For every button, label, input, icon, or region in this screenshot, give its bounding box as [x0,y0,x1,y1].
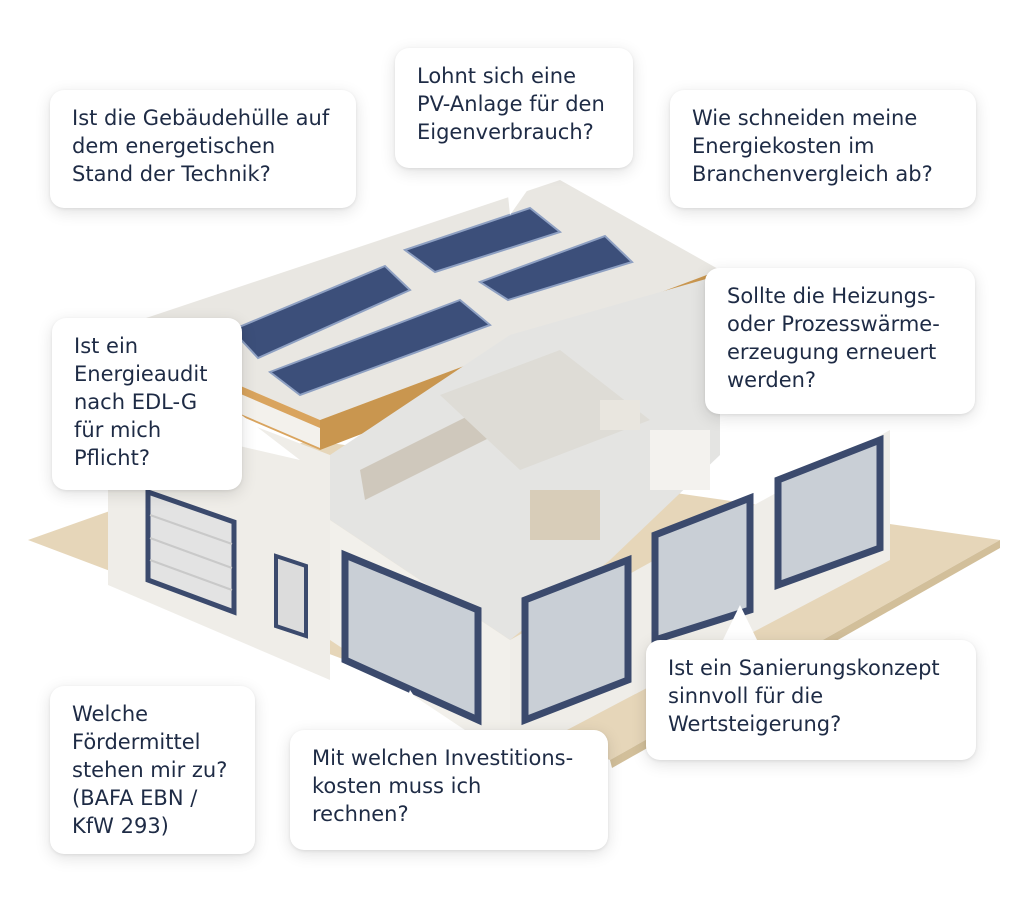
bubble-heizung: Sollte die Heizungs- oder Prozesswärme- … [705,268,975,414]
bubble-energieaudit: Ist ein Energieaudit nach EDL-G für mich… [52,318,242,490]
bubble-pv-anlage: Lohnt sich eine PV-Anlage für den Eigenv… [395,48,633,168]
bubble-sanierungskonzept: Ist ein Sanierungskonzept sinnvoll für d… [646,640,976,760]
bubble-text: Sollte die Heizungs- oder Prozesswärme- … [727,284,940,392]
bubble-investitionskosten: Mit welchen Investitions- kosten muss ic… [290,730,608,850]
bubble-energiekosten: Wie schneiden meine Energiekosten im Bra… [670,90,976,208]
bubble-text: Ist ein Energieaudit nach EDL-G für mich… [74,334,208,470]
side-door [274,553,308,639]
bubble-tails [190,165,800,734]
bubble-text: Welche Fördermittel stehen mir zu? (BAFA… [72,702,228,838]
bubble-text: Ist die Gebäudehülle auf dem energetisch… [72,106,330,186]
bubble-text: Wie schneiden meine Energiekosten im Bra… [692,106,933,186]
bubble-text: Ist ein Sanierungskonzept sinnvoll für d… [668,656,940,736]
garage-door [145,488,237,616]
interior [330,275,720,640]
bubble-text: Lohnt sich eine PV-Anlage für den Eigenv… [417,64,605,144]
bubble-gebaeudehuelle: Ist die Gebäudehülle auf dem energetisch… [50,90,356,208]
bubble-foerdermittel: Welche Fördermittel stehen mir zu? (BAFA… [50,686,255,854]
solar-panels [230,206,634,397]
bubble-text: Mit welchen Investitions- kosten muss ic… [312,746,574,826]
front-walls [330,430,890,760]
